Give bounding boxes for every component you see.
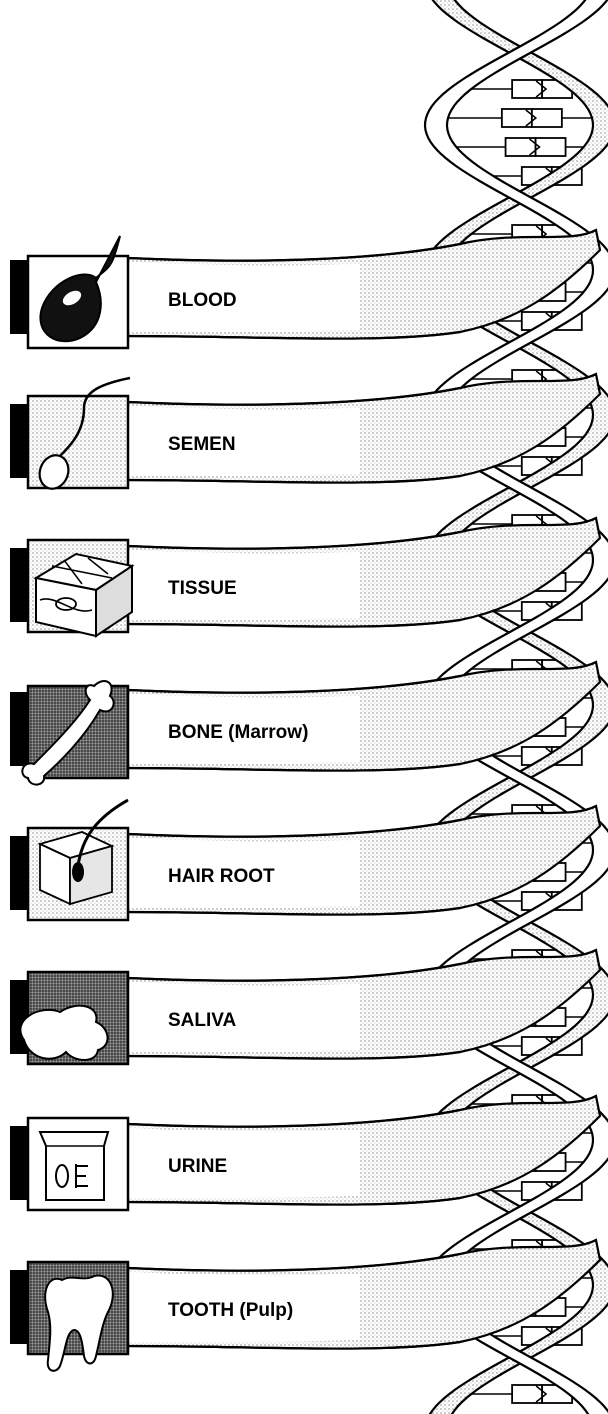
blood-drop-icon xyxy=(28,236,128,348)
sample-label: TISSUE xyxy=(168,578,237,599)
sample-list: BLOOD SEMEN TISSUE BONE (Marrow) HAIR ROOT SA… xyxy=(10,230,600,1371)
sample-label: SEMEN xyxy=(168,434,236,455)
sample-label: BONE (Marrow) xyxy=(168,722,308,743)
sample-row: URINE xyxy=(10,1096,600,1210)
sample-label: URINE xyxy=(168,1156,227,1177)
sample-tab xyxy=(10,260,28,334)
sample-tab xyxy=(10,836,28,910)
sample-label: HAIR ROOT xyxy=(168,866,275,887)
saliva-splash-icon xyxy=(20,972,128,1064)
sample-tab xyxy=(10,404,28,478)
sample-label: BLOOD xyxy=(168,290,237,311)
hair-follicle-icon xyxy=(28,800,128,920)
sperm-icon xyxy=(28,378,130,493)
sample-row: SALIVA xyxy=(10,950,600,1064)
tooth-icon xyxy=(28,1262,128,1371)
sample-row: HAIR ROOT xyxy=(10,800,600,920)
sample-row: SEMEN xyxy=(10,374,600,493)
sample-tab xyxy=(10,692,28,766)
sample-row: TISSUE xyxy=(10,518,600,636)
beaker-icon xyxy=(28,1118,128,1210)
tissue-block-icon xyxy=(28,540,132,636)
sample-tab xyxy=(10,548,28,622)
sample-tab xyxy=(10,1126,28,1200)
sample-tab xyxy=(10,1270,28,1344)
bone-icon xyxy=(22,681,128,785)
sample-label: SALIVA xyxy=(168,1010,237,1031)
sample-label: TOOTH (Pulp) xyxy=(168,1300,293,1321)
sample-row: BLOOD xyxy=(10,230,600,348)
